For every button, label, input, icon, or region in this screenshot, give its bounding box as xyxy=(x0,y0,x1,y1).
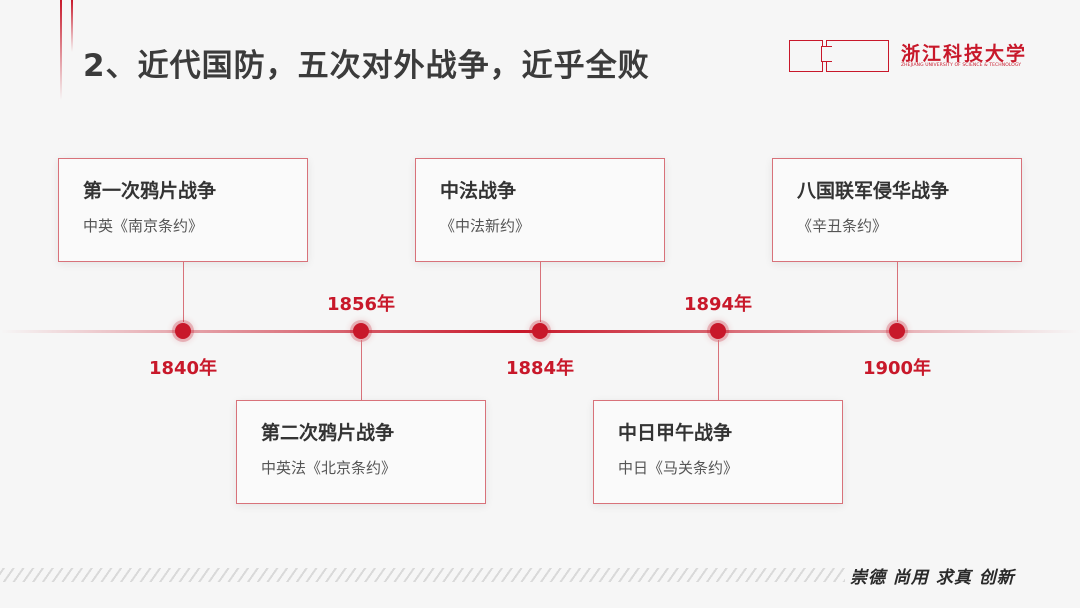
event-name: 八国联军侵华战争 xyxy=(797,180,950,202)
connector-1856 xyxy=(361,340,362,400)
connector-1900 xyxy=(897,262,898,322)
year-label-1884: 1884年 xyxy=(505,358,575,379)
year-label-1856: 1856年 xyxy=(326,294,396,315)
decorative-line-left xyxy=(60,0,62,100)
logo-emblem-right xyxy=(821,40,889,72)
connector-1840 xyxy=(183,262,184,322)
slide-title: 2、近代国防，五次对外战争，近乎全败 xyxy=(83,48,650,84)
event-name: 中日甲午战争 xyxy=(618,422,733,444)
connector-1884 xyxy=(540,262,541,322)
year-label-1840: 1840年 xyxy=(148,358,218,379)
event-treaty: 中日《马关条约》 xyxy=(618,459,739,477)
event-name: 第二次鸦片战争 xyxy=(261,422,395,444)
timeline-dot-1856 xyxy=(353,323,369,339)
event-treaty: 《中法新约》 xyxy=(440,217,531,235)
event-treaty: 中英《南京条约》 xyxy=(83,217,204,235)
year-label-1900: 1900年 xyxy=(862,358,932,379)
event-card-1840: 第一次鸦片战争 中英《南京条约》 xyxy=(58,158,308,262)
decorative-line-right xyxy=(71,0,73,52)
logo-name-en: ZHEJIANG UNIVERSITY OF SCIENCE & TECHNOL… xyxy=(901,63,1022,68)
event-treaty: 中英法《北京条约》 xyxy=(261,459,397,477)
event-card-1894: 中日甲午战争 中日《马关条约》 xyxy=(593,400,843,504)
university-motto: 崇德 尚用 求真 创新 xyxy=(850,568,1015,588)
logo-emblem-left xyxy=(789,40,823,72)
event-name: 中法战争 xyxy=(440,180,517,202)
event-card-1884: 中法战争 《中法新约》 xyxy=(415,158,665,262)
event-treaty: 《辛丑条约》 xyxy=(797,217,888,235)
timeline-dot-1900 xyxy=(889,323,905,339)
event-card-1856: 第二次鸦片战争 中英法《北京条约》 xyxy=(236,400,486,504)
timeline-dot-1884 xyxy=(532,323,548,339)
event-name: 第一次鸦片战争 xyxy=(83,180,217,202)
connector-1894 xyxy=(718,340,719,400)
timeline-dot-1840 xyxy=(175,323,191,339)
bottom-hatch-band xyxy=(0,568,845,582)
timeline-dot-1894 xyxy=(710,323,726,339)
logo-name-cn: 浙江科技大学 xyxy=(901,43,1028,65)
year-label-1894: 1894年 xyxy=(683,294,753,315)
event-card-1900: 八国联军侵华战争 《辛丑条约》 xyxy=(772,158,1022,262)
university-logo: 浙江科技大学 ZHEJIANG UNIVERSITY OF SCIENCE & … xyxy=(789,40,1028,72)
